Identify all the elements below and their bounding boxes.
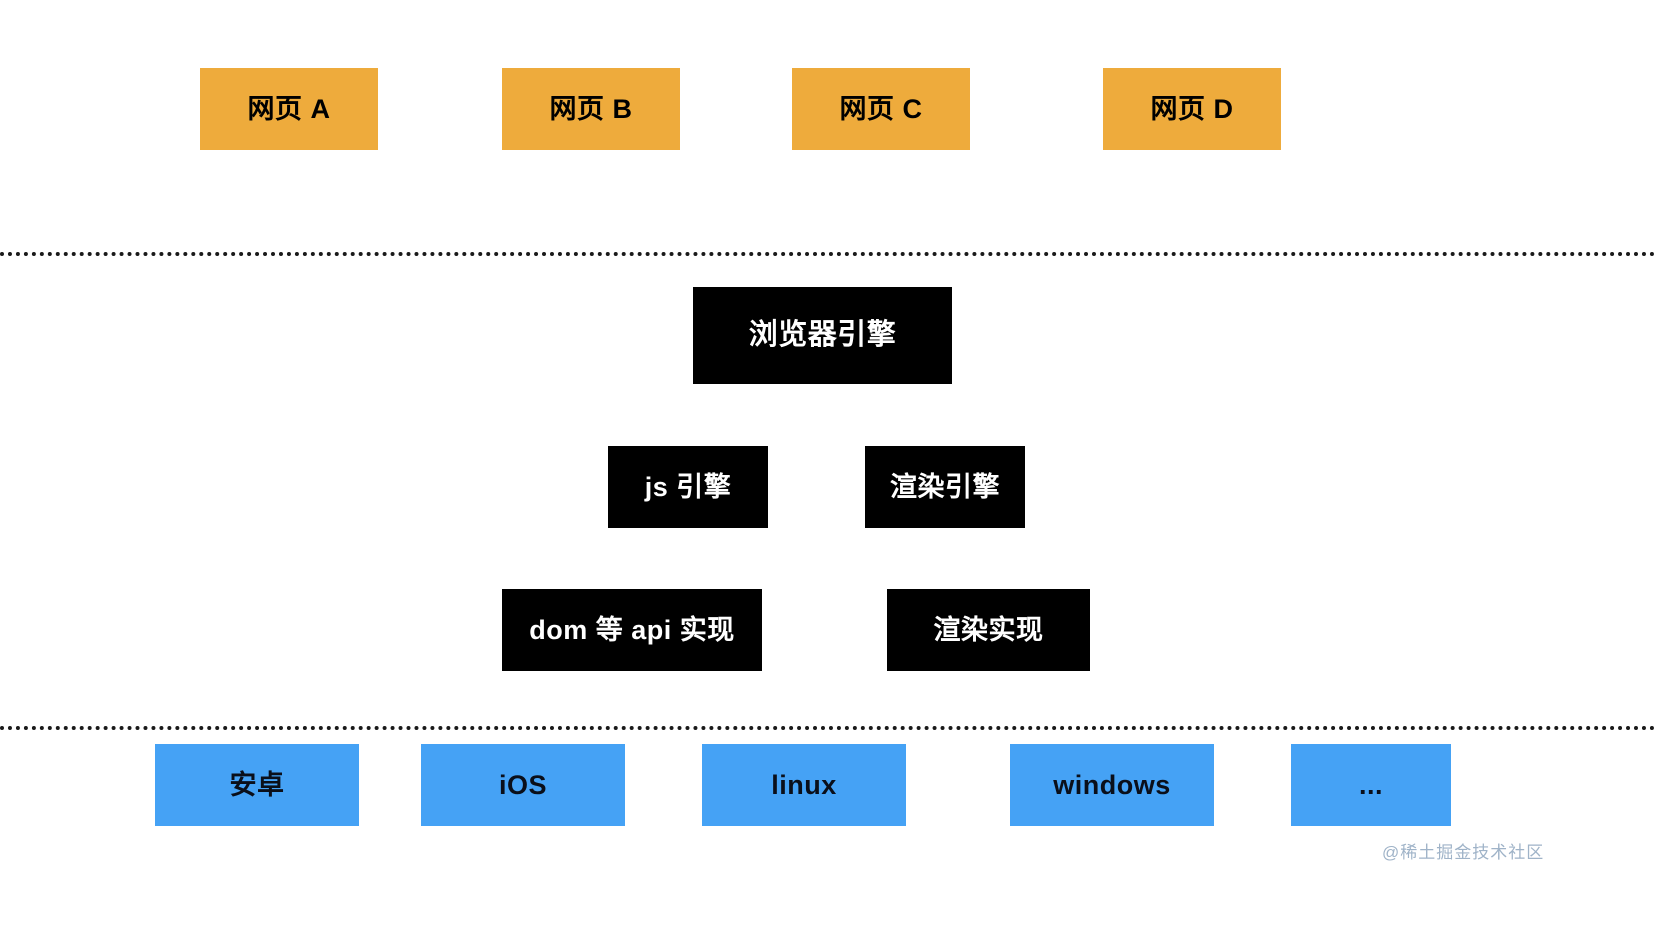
watermark: @稀土掘金技术社区 (1382, 843, 1545, 862)
os-box-linux-label: linux (771, 769, 837, 800)
page-box-c[interactable]: 网页 C (792, 68, 970, 150)
render-impl-box[interactable]: 渲染实现 (887, 589, 1090, 671)
os-box-ios-label: iOS (498, 769, 547, 800)
page-box-b-label: 网页 B (549, 93, 633, 124)
browser-engine-label: 浏览器引擎 (748, 319, 897, 351)
page-box-b[interactable]: 网页 B (502, 68, 680, 150)
js-engine-label: js 引擎 (644, 471, 732, 502)
js-engine-box[interactable]: js 引擎 (608, 446, 768, 528)
page-box-a-label: 网页 A (247, 93, 331, 124)
browser-engine-box[interactable]: 浏览器引擎 (693, 287, 952, 384)
dom-api-impl-label: dom 等 api 实现 (529, 614, 735, 645)
render-engine-box[interactable]: 渲染引擎 (865, 446, 1025, 528)
page-box-c-label: 网页 C (839, 93, 923, 124)
render-engine-label: 渲染引擎 (890, 471, 1000, 502)
os-box-more-label: ... (1358, 769, 1383, 800)
os-box-ios[interactable]: iOS (421, 744, 625, 826)
divider-pages-browser (0, 252, 1656, 256)
os-box-android[interactable]: 安卓 (155, 744, 359, 826)
os-box-linux[interactable]: linux (702, 744, 906, 826)
render-impl-label: 渲染实现 (933, 614, 1044, 645)
divider-browser-os (0, 726, 1656, 730)
os-box-windows-label: windows (1053, 769, 1171, 800)
page-box-a[interactable]: 网页 A (200, 68, 378, 150)
os-box-more[interactable]: ... (1291, 744, 1451, 826)
os-box-windows[interactable]: windows (1010, 744, 1214, 826)
page-box-d-label: 网页 D (1150, 93, 1234, 124)
os-box-android-label: 安卓 (229, 769, 285, 800)
page-box-d[interactable]: 网页 D (1103, 68, 1281, 150)
dom-api-impl-box[interactable]: dom 等 api 实现 (502, 589, 762, 671)
